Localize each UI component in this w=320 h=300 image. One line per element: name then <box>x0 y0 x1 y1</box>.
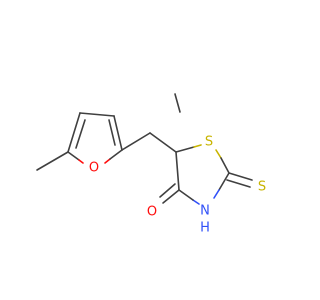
bond-layer <box>36 93 253 205</box>
bond-furan-c2-c3-double <box>108 119 116 146</box>
atom-label-furan-o: O <box>89 161 99 176</box>
bond-furan-c4-c5 <box>67 112 81 153</box>
molecule-diagram: O S S O N H <box>36 93 267 236</box>
bond-ring-n-c4 <box>178 189 194 201</box>
atom-label-ring-s: S <box>205 135 213 150</box>
bond-ring-c5-s <box>175 146 195 153</box>
bond-furan-o-c2 <box>109 149 123 160</box>
bond-furan-c5-o-hetero <box>78 159 84 164</box>
bond-methyl-c5 <box>36 151 69 171</box>
bond-c2-ch <box>121 132 151 151</box>
bond-c4-o-double <box>159 183 176 198</box>
bond-ring-s-c2-hetero <box>215 149 222 159</box>
atom-label-carbonyl-o: O <box>147 205 157 220</box>
bond-furan-c5-o <box>67 151 80 161</box>
atom-label-n: N <box>200 204 210 219</box>
bond-ch-h <box>174 93 181 113</box>
bond-furan-c2-c3 <box>113 115 123 151</box>
atom-label-layer: O S S O N H <box>89 135 266 236</box>
bond-ring-s-c2 <box>220 157 230 174</box>
bond-ring-n-c4-hetero <box>192 199 200 205</box>
bond-furan-o-c2-hetero <box>104 158 111 164</box>
atom-label-thione-s: S <box>258 180 266 195</box>
bond-ring-c2-n-hetero <box>213 189 220 199</box>
bond-c2-s-double <box>226 179 251 188</box>
bond-c4-o <box>162 189 180 204</box>
bond-furan-c4-c5-double <box>75 119 86 149</box>
bond-ring-c5-s-hetero <box>193 144 202 148</box>
bond-c2-s <box>228 172 253 181</box>
bond-ring-c4-c5 <box>175 151 180 191</box>
bond-furan-c3-c4 <box>79 112 115 117</box>
bond-ring-c2-n <box>218 172 230 191</box>
bond-ch-c5 <box>149 132 177 153</box>
atom-label-nh-h: H <box>200 221 210 236</box>
